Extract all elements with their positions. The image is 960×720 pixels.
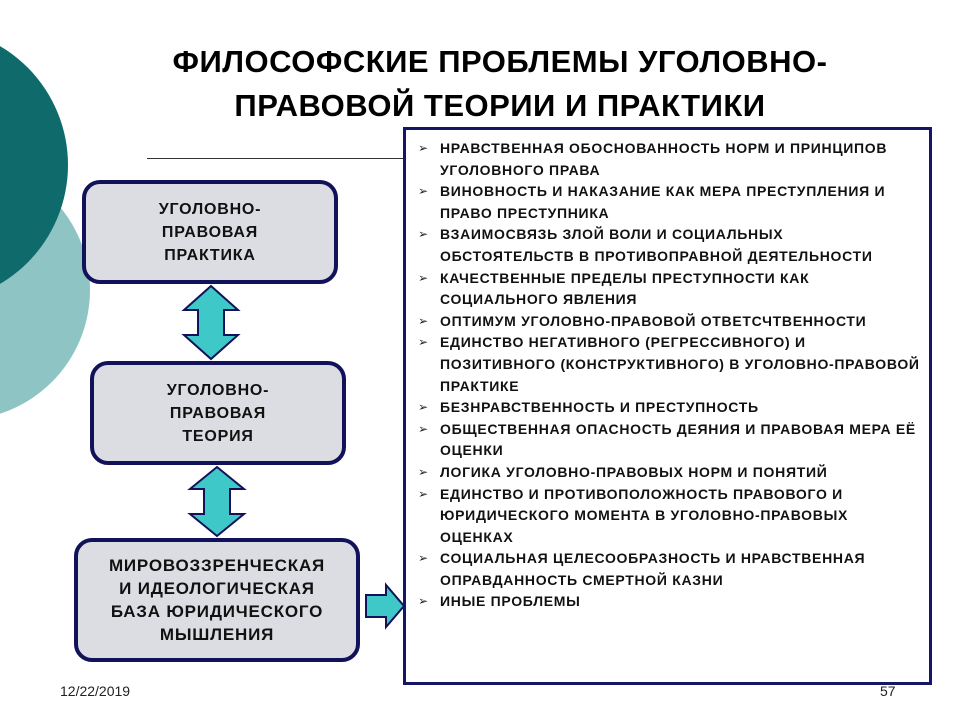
problem-item-text: БЕЗНРАВСТВЕННОСТЬ И ПРЕСТУПНОСТЬ bbox=[440, 399, 759, 416]
problem-item: ➢ БЕЗНРАВСТВЕННОСТЬ И ПРЕСТУПНОСТЬ bbox=[418, 397, 921, 419]
theory-box-label: УГОЛОВНО- ПРАВОВАЯ ТЕОРИЯ bbox=[166, 381, 270, 445]
page-number: 57 bbox=[880, 683, 896, 699]
bullet-arrow-icon: ➢ bbox=[418, 335, 429, 350]
problem-item-text: ОПТИМУМ УГОЛОВНО-ПРАВОВОЙ ОТВЕТСЧТВЕННОС… bbox=[440, 312, 867, 329]
problem-item: ➢ ВЗАИМОСВЯЗЬ ЗЛОЙ ВОЛИ И СОЦИАЛЬНЫХ ОБСТ… bbox=[418, 224, 921, 267]
worldview-base-box: МИРОВОЗЗРЕНЧЕСКАЯ И ИДЕОЛОГИЧЕСКАЯ БАЗА … bbox=[74, 538, 360, 662]
problem-item-text: КАЧЕСТВЕННЫЕ ПРЕДЕЛЫ ПРЕСТУПНОСТИ КАК СО… bbox=[440, 269, 810, 308]
footer-date: 12/22/2019 bbox=[60, 683, 131, 699]
right-arrow-icon bbox=[365, 582, 406, 630]
problem-item: ➢ ЕДИНСТВО И ПРОТИВОПОЛОЖНОСТЬ ПРАВОВОГО … bbox=[418, 484, 921, 549]
problem-item-text: ЕДИНСТВО И ПРОТИВОПОЛОЖНОСТЬ ПРАВОВОГО И… bbox=[440, 485, 849, 545]
slide-title-text: ФИЛОСОФСКИЕ ПРОБЛЕМЫ УГОЛОВНО- ПРАВОВОЙ … bbox=[172, 44, 828, 123]
theory-box: УГОЛОВНО- ПРАВОВАЯ ТЕОРИЯ bbox=[90, 361, 346, 465]
double-arrow-icon bbox=[187, 465, 247, 538]
dark-circle-shape bbox=[0, 46, 68, 284]
title-divider bbox=[147, 158, 409, 159]
bullet-arrow-icon: ➢ bbox=[418, 313, 429, 328]
bullet-arrow-icon: ➢ bbox=[418, 464, 429, 479]
problem-item: ➢ ОПТИМУМ УГОЛОВНО-ПРАВОВОЙ ОТВЕТСЧТВЕННО… bbox=[418, 311, 921, 333]
bullet-arrow-icon: ➢ bbox=[418, 486, 429, 501]
problem-item: ➢ НРАВСТВЕННАЯ ОБОСНОВАННОСТЬ НОРМ И ПРИН… bbox=[418, 138, 921, 181]
problem-item: ➢ КАЧЕСТВЕННЫЕ ПРЕДЕЛЫ ПРЕСТУПНОСТИ КАК С… bbox=[418, 268, 921, 311]
bullet-arrow-icon: ➢ bbox=[418, 184, 429, 199]
problem-item-text: ЕДИНСТВО НЕГАТИВНОГО (РЕГРЕССИВНОГО) И П… bbox=[440, 334, 920, 394]
bullet-arrow-icon: ➢ bbox=[418, 421, 429, 436]
problem-item-text: СОЦИАЛЬНАЯ ЦЕЛЕСООБРАЗНОСТЬ И НРАВСТВЕНН… bbox=[440, 550, 866, 588]
bullet-arrow-icon: ➢ bbox=[418, 400, 429, 415]
problem-item-text: ОБЩЕСТВЕННАЯ ОПАСНОСТЬ ДЕЯНИЯ И ПРАВОВАЯ… bbox=[440, 420, 916, 459]
problem-item: ➢ ОБЩЕСТВЕННАЯ ОПАСНОСТЬ ДЕЯНИЯ И ПРАВОВА… bbox=[418, 419, 921, 462]
problem-item-text: НРАВСТВЕННАЯ ОБОСНОВАННОСТЬ НОРМ И ПРИНЦ… bbox=[440, 140, 888, 178]
problem-item: ➢ СОЦИАЛЬНАЯ ЦЕЛЕСООБРАЗНОСТЬ И НРАВСТВЕН… bbox=[418, 548, 921, 591]
problems-list: ➢ НРАВСТВЕННАЯ ОБОСНОВАННОСТЬ НОРМ И ПРИН… bbox=[418, 138, 921, 613]
slide-title: ФИЛОСОФСКИЕ ПРОБЛЕМЫ УГОЛОВНО- ПРАВОВОЙ … bbox=[80, 40, 920, 128]
practice-box-label: УГОЛОВНО- ПРАВОВАЯ ПРАКТИКА bbox=[158, 200, 262, 264]
problem-item-text: ЛОГИКА УГОЛОВНО-ПРАВОВЫХ НОРМ И ПОНЯТИЙ bbox=[440, 463, 828, 480]
problem-item: ➢ ИНЫЕ ПРОБЛЕМЫ bbox=[418, 591, 921, 613]
problem-item: ➢ ЛОГИКА УГОЛОВНО-ПРАВОВЫХ НОРМ И ПОНЯТИЙ bbox=[418, 462, 921, 484]
practice-box: УГОЛОВНО- ПРАВОВАЯ ПРАКТИКА bbox=[82, 180, 338, 284]
bullet-arrow-icon: ➢ bbox=[418, 551, 429, 566]
problem-item-text: ИНЫЕ ПРОБЛЕМЫ bbox=[440, 593, 581, 610]
problem-item: ➢ ЕДИНСТВО НЕГАТИВНОГО (РЕГРЕССИВНОГО) И … bbox=[418, 332, 921, 397]
double-arrow-icon bbox=[181, 284, 241, 361]
bullet-arrow-icon: ➢ bbox=[418, 594, 429, 609]
problems-panel: ➢ НРАВСТВЕННАЯ ОБОСНОВАННОСТЬ НОРМ И ПРИН… bbox=[403, 127, 932, 685]
bullet-arrow-icon: ➢ bbox=[418, 227, 429, 242]
problem-item: ➢ ВИНОВНОСТЬ И НАКАЗАНИЕ КАК МЕРА ПРЕСТУП… bbox=[418, 181, 921, 224]
problem-item-text: ВИНОВНОСТЬ И НАКАЗАНИЕ КАК МЕРА ПРЕСТУПЛ… bbox=[440, 183, 886, 221]
problem-item-text: ВЗАИМОСВЯЗЬ ЗЛОЙ ВОЛИ И СОЦИАЛЬНЫХ ОБСТО… bbox=[440, 226, 873, 264]
bullet-arrow-icon: ➢ bbox=[418, 270, 429, 285]
decorative-circles bbox=[0, 46, 90, 414]
bullet-arrow-icon: ➢ bbox=[418, 141, 429, 155]
worldview-base-label: МИРОВОЗЗРЕНЧЕСКАЯ И ИДЕОЛОГИЧЕСКАЯ БАЗА … bbox=[108, 556, 326, 644]
